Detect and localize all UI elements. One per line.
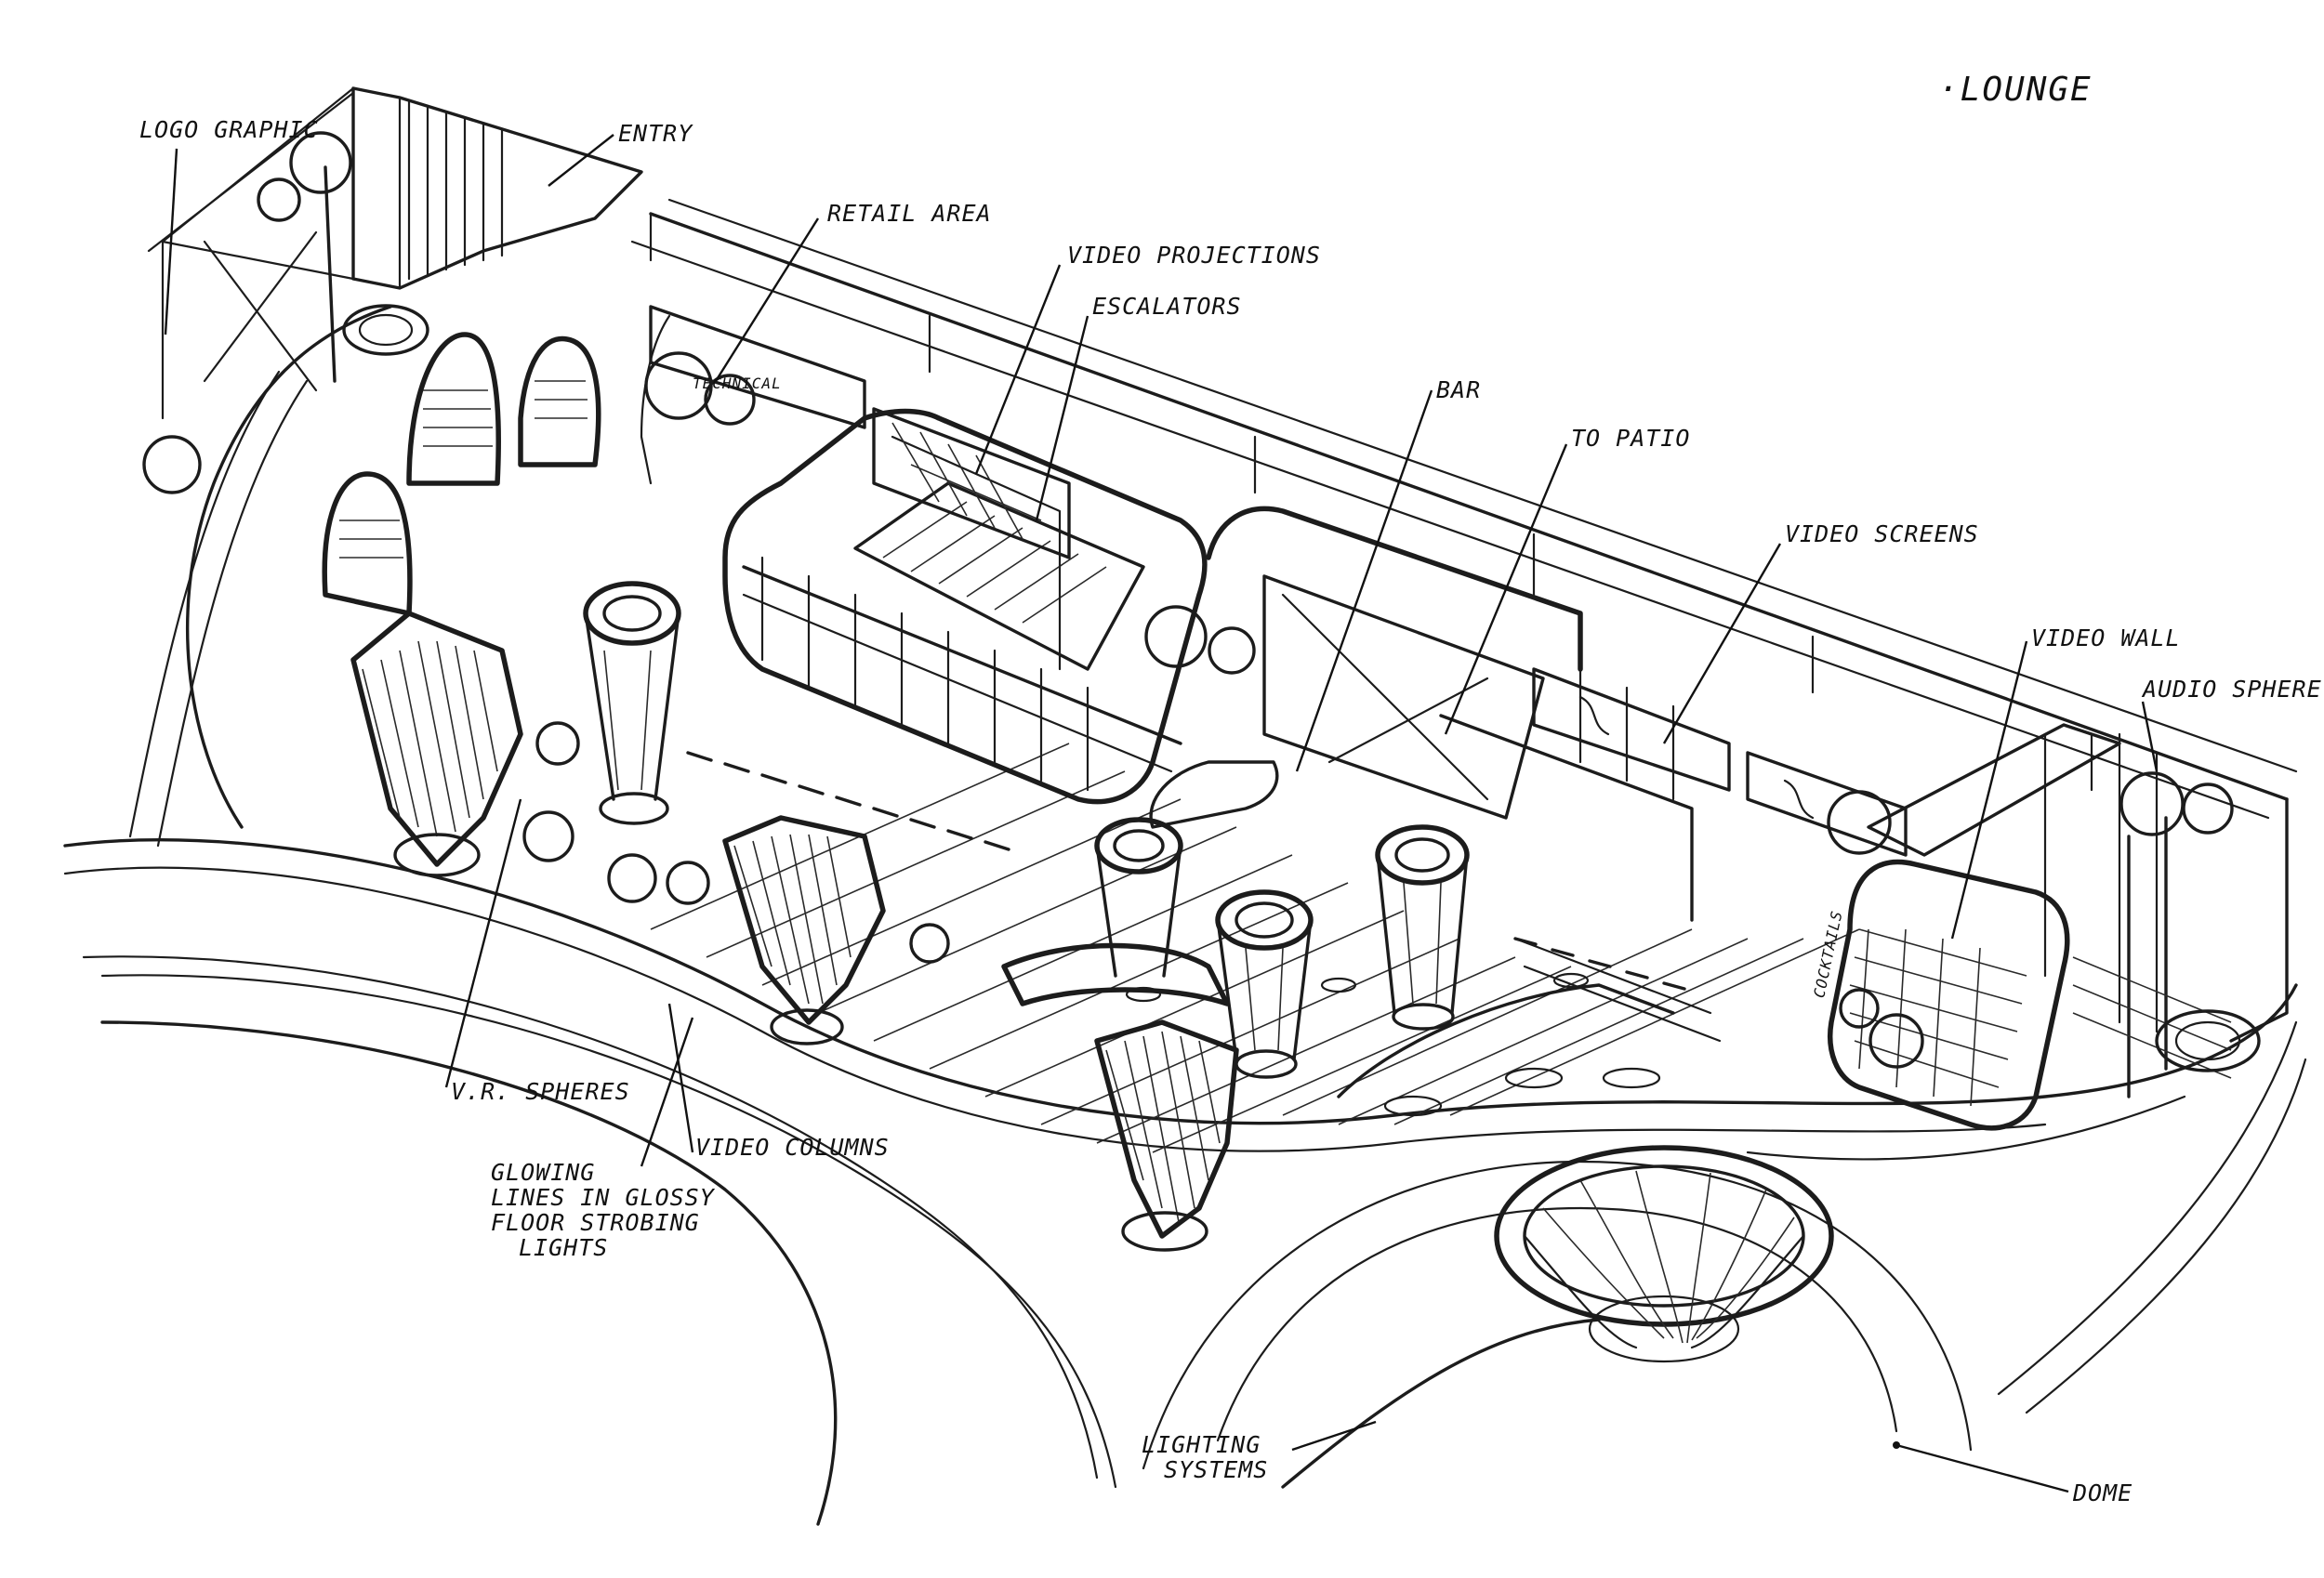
label-dome: DOME <box>2072 1479 2133 1506</box>
label-vr-spheres: V.R. SPHERES <box>451 1078 630 1105</box>
label-video-columns: VIDEO COLUMNS <box>695 1134 890 1161</box>
label-glowing-lines-1: GLOWING <box>491 1159 595 1186</box>
label-video-wall: VIDEO WALL <box>2031 625 2181 651</box>
label-bar: BAR <box>1436 376 1481 403</box>
label-to-patio: TO PATIO <box>1571 425 1690 452</box>
display-arches <box>322 332 601 616</box>
label-glowing-lines-3: FLOOR STROBING <box>491 1209 700 1236</box>
label-escalators: ESCALATORS <box>1092 293 1242 320</box>
building-shell <box>147 86 2298 1043</box>
bar-area <box>1001 506 1908 1098</box>
label-glowing-lines-2: LINES IN GLOSSY <box>491 1184 716 1211</box>
label-video-projections: VIDEO PROJECTIONS <box>1067 242 1321 269</box>
callouts: ·LOUNGE LOGO GRAPHIC ENTRY RETAIL AREA V… <box>139 71 2322 1506</box>
label-logo-graphic: LOGO GRAPHIC <box>139 116 319 143</box>
label-entry: ENTRY <box>618 120 693 147</box>
label-retail-area: RETAIL AREA <box>827 200 992 227</box>
floor-medallions <box>342 304 2261 1117</box>
sign-technical: TECHNICAL <box>693 375 782 392</box>
vr-pods <box>350 611 1239 1252</box>
spheres <box>142 131 2234 1069</box>
floor-curves <box>63 305 2307 1526</box>
label-lighting-systems-1: LIGHTING <box>1142 1431 1261 1458</box>
label-audio-sphere: AUDIO SPHERE <box>2141 676 2322 703</box>
lounge-title: ·LOUNGE <box>1938 71 2093 109</box>
label-glowing-lines-4: LIGHTS <box>519 1234 608 1261</box>
video-wall-block <box>1828 723 2232 1131</box>
dome <box>1281 1145 1834 1489</box>
label-video-screens: VIDEO SCREENS <box>1785 520 1979 547</box>
bar-stools <box>686 751 1686 1003</box>
label-lighting-systems-2: SYSTEMS <box>1164 1456 1268 1483</box>
